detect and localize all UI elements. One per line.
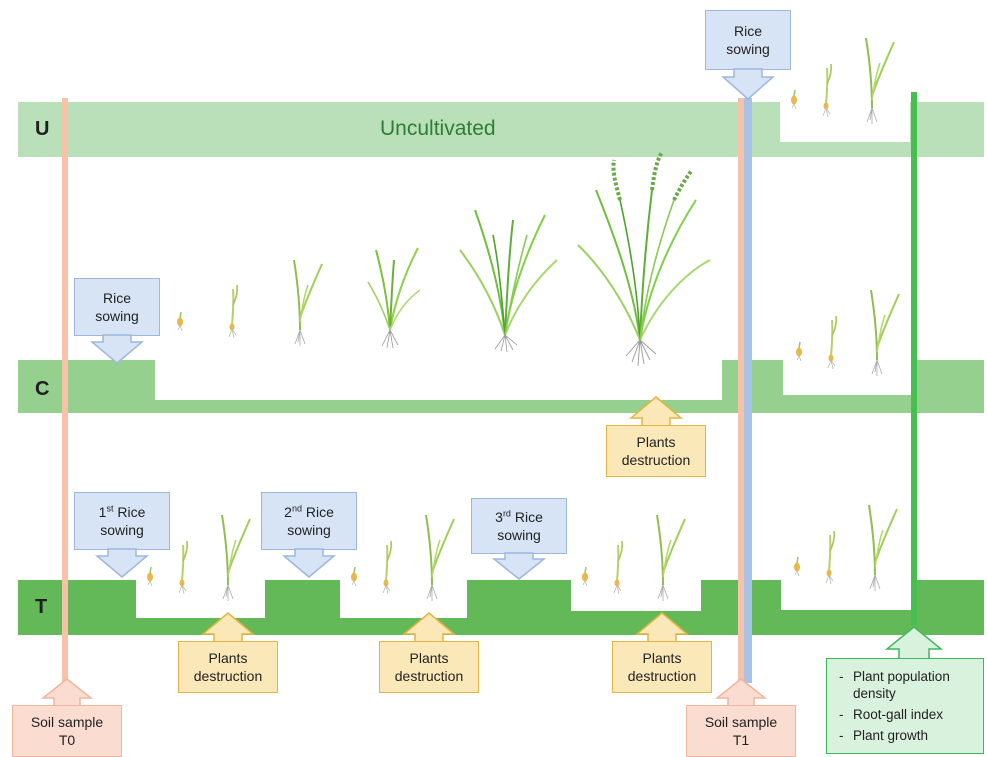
t-destruction-1-line2: destruction [193,668,263,684]
t-third-sowing-line2: sowing [497,527,541,543]
arrow-down-icon [89,334,145,364]
rice-sowing-line [744,98,752,683]
arrow-down-icon [491,552,547,580]
band-u-label: U [35,118,50,140]
assessment-item: Plant growth [827,727,983,744]
t-first-sowing-line2: sowing [100,522,144,538]
t-destruction-2-line1: Plants [409,650,449,666]
soil-sample-t1-line [738,98,744,683]
band-t-label: T [35,596,48,618]
t-second-sowing-ord: 2 [284,504,292,520]
t-plants-3 [582,515,685,601]
soil-sample-t1-line2: T1 [732,732,750,748]
band-c-label: C [35,378,50,400]
t-destruction-2-line2: destruction [394,668,464,684]
arrow-down-icon [281,548,337,578]
t-first-sowing-ord: 1 [98,504,107,520]
soil-sample-t0-line2: T0 [58,732,76,748]
soil-sample-t0-line1: Soil sample [30,714,104,730]
rice-sowing-top-line1: Rice [733,23,762,39]
c-right-plants-panel [783,270,913,395]
t-destruction-callout-1: Plants destruction [178,612,278,694]
u-plants [791,38,894,124]
t-right-plants [794,505,897,591]
arrow-up-icon [40,678,94,707]
arrow-up-icon [884,626,944,660]
t-third-sowing-sup: rd [502,508,511,519]
arrow-down-icon [721,68,775,100]
t-second-sowing-line1: Rice [301,504,334,520]
t-plants-panel-3 [571,497,701,611]
t-plants-panel-2 [340,497,467,618]
t-plants-2 [351,515,454,601]
rice-sowing-c-line1: Rice [102,290,131,306]
arrow-down-icon [94,548,150,578]
c-stage-tillering [367,247,421,349]
soil-sample-t1-line1: Soil sample [704,714,778,730]
t-destruction-3-line1: Plants [642,650,682,666]
c-destruction-line2: destruction [621,452,691,468]
u-plants-panel [780,18,910,142]
assessment-line [911,92,917,625]
c-right-plants [796,290,899,376]
t-second-sowing-sup: nd [291,503,302,514]
t-destruction-callout-2: Plants destruction [379,612,479,694]
assessment-item: Plant population density [827,668,983,702]
rice-sowing-top-callout: Rice sowing [705,10,791,102]
c-destruction-line1: Plants [636,434,676,450]
t-first-sowing-line1: Rice [113,504,146,520]
arrow-up-icon [200,612,256,643]
c-stage-seedling [293,259,323,347]
t-third-sowing-callout: 3rd Rice sowing [471,498,567,582]
c-stage-sprout [228,284,239,339]
rice-sowing-c-line2: sowing [95,308,139,324]
t-third-sowing-ord: 3 [495,509,503,525]
c-stage-mature [576,150,712,368]
arrow-up-icon [401,612,457,643]
rice-sowing-top-line2: sowing [726,41,770,57]
assessment-item: Root-gall index [827,706,983,723]
c-stage-vegetative [459,209,558,353]
t-first-sowing-sup: st [106,503,114,514]
soil-sample-t0-line [62,98,68,683]
c-plants-panel [155,170,722,400]
t-right-plants-panel [781,487,911,610]
band-u-text: Uncultivated [380,117,496,140]
assessment-list: Plant population density Root-gall index… [827,668,983,744]
t-third-sowing-line1: Rice [510,509,543,525]
t-destruction-callout-3: Plants destruction [612,612,712,694]
assessment-box: Plant population density Root-gall index… [826,658,984,754]
arrow-up-icon [714,678,768,707]
t-destruction-3-line2: destruction [627,668,697,684]
t-second-sowing-callout: 2nd Rice sowing [261,492,357,580]
t-destruction-1-line1: Plants [208,650,248,666]
rice-sowing-c-callout: Rice sowing [74,278,160,366]
c-destruction-callout: Plants destruction [606,396,706,478]
arrow-up-icon [628,396,684,427]
c-stage-seed [176,311,184,332]
t-first-sowing-callout: 1st Rice sowing [74,492,170,580]
t-second-sowing-line2: sowing [287,522,331,538]
arrow-up-icon [634,612,690,643]
